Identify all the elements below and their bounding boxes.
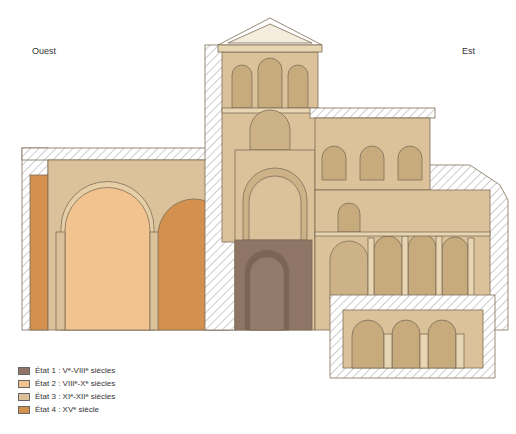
legend-text: État 2 : VIIIᵉ-Xᵉ siècles xyxy=(35,379,115,388)
orientation-label: Est xyxy=(462,46,475,56)
legend-swatch xyxy=(18,367,30,375)
legend-row: État 4 : XVᵉ siècle xyxy=(18,405,99,414)
legend-text: État 4 : XVᵉ siècle xyxy=(35,405,99,414)
legend-swatch xyxy=(18,406,30,414)
legend-text: État 1 : Vᵉ-VIIIᵉ siècles xyxy=(35,366,115,375)
legend-row: État 2 : VIIIᵉ-Xᵉ siècles xyxy=(18,379,115,388)
legend-row: État 1 : Vᵉ-VIIIᵉ siècles xyxy=(18,366,115,375)
orientation-label: Ouest xyxy=(32,46,56,56)
legend-text: État 3 : XIᵉ-XIIᵉ siècles xyxy=(35,392,115,401)
legend-row: État 3 : XIᵉ-XIIᵉ siècles xyxy=(18,392,115,401)
legend-swatch xyxy=(18,393,30,401)
legend-swatch xyxy=(18,380,30,388)
